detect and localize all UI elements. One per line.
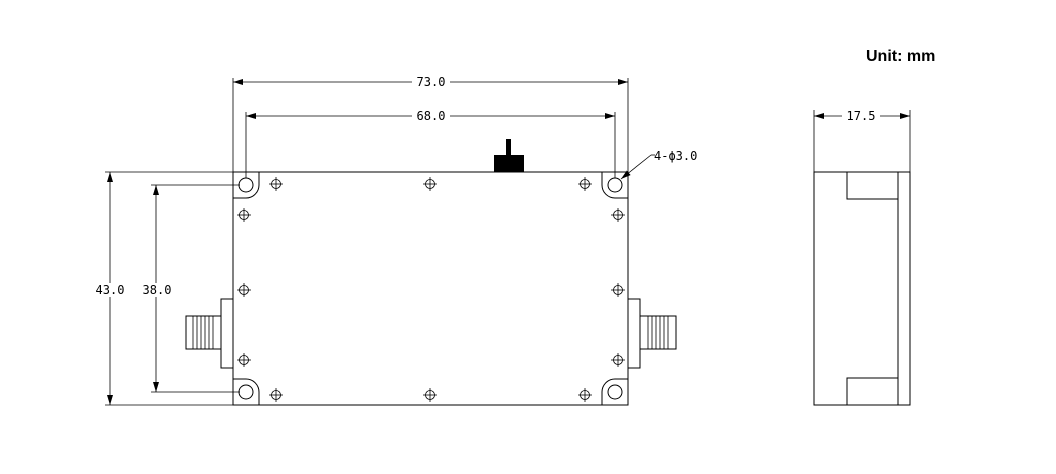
screw-marker: [237, 283, 251, 297]
side-view: 17.5: [813, 109, 911, 406]
screw-markers: [237, 177, 625, 402]
dim-thickness: 17.5: [813, 109, 911, 172]
dim-label-17-5: 17.5: [847, 109, 876, 123]
dc-connector: [494, 139, 524, 172]
screw-marker: [578, 388, 592, 402]
side-flange-top: [846, 171, 899, 200]
screw-marker: [423, 388, 437, 402]
screw-marker: [578, 177, 592, 191]
dim-hole-spacing-height: 38.0: [138, 184, 240, 393]
hole-callout: 4-ϕ3.0: [620, 149, 697, 180]
dim-overall-height: 43.0: [92, 171, 233, 406]
rf-connector-left: [185, 298, 234, 369]
front-view: 73.0 68.0 43.0 38.0: [92, 75, 697, 406]
module-body: [232, 171, 629, 406]
screw-marker: [611, 283, 625, 297]
side-flange-bottom: [846, 377, 899, 406]
screw-marker: [611, 208, 625, 222]
unit-label: Unit: mm: [866, 48, 936, 65]
dim-overall-width: 73.0: [232, 75, 629, 172]
rf-connector-right: [627, 298, 677, 369]
screw-marker: [611, 353, 625, 367]
screw-marker: [237, 353, 251, 367]
side-body: [813, 171, 911, 406]
dim-label-38: 38.0: [143, 283, 172, 297]
screw-marker: [423, 177, 437, 191]
screw-marker: [237, 208, 251, 222]
dim-label-43: 43.0: [96, 283, 125, 297]
dim-label-73: 73.0: [417, 75, 446, 89]
screw-marker: [269, 388, 283, 402]
screw-marker: [269, 177, 283, 191]
dim-label-68: 68.0: [417, 109, 446, 123]
mounting-hole-bottom-right: [601, 378, 628, 406]
dim-hole-spacing-width: 68.0: [245, 109, 616, 178]
hole-callout-label: 4-ϕ3.0: [654, 149, 697, 163]
